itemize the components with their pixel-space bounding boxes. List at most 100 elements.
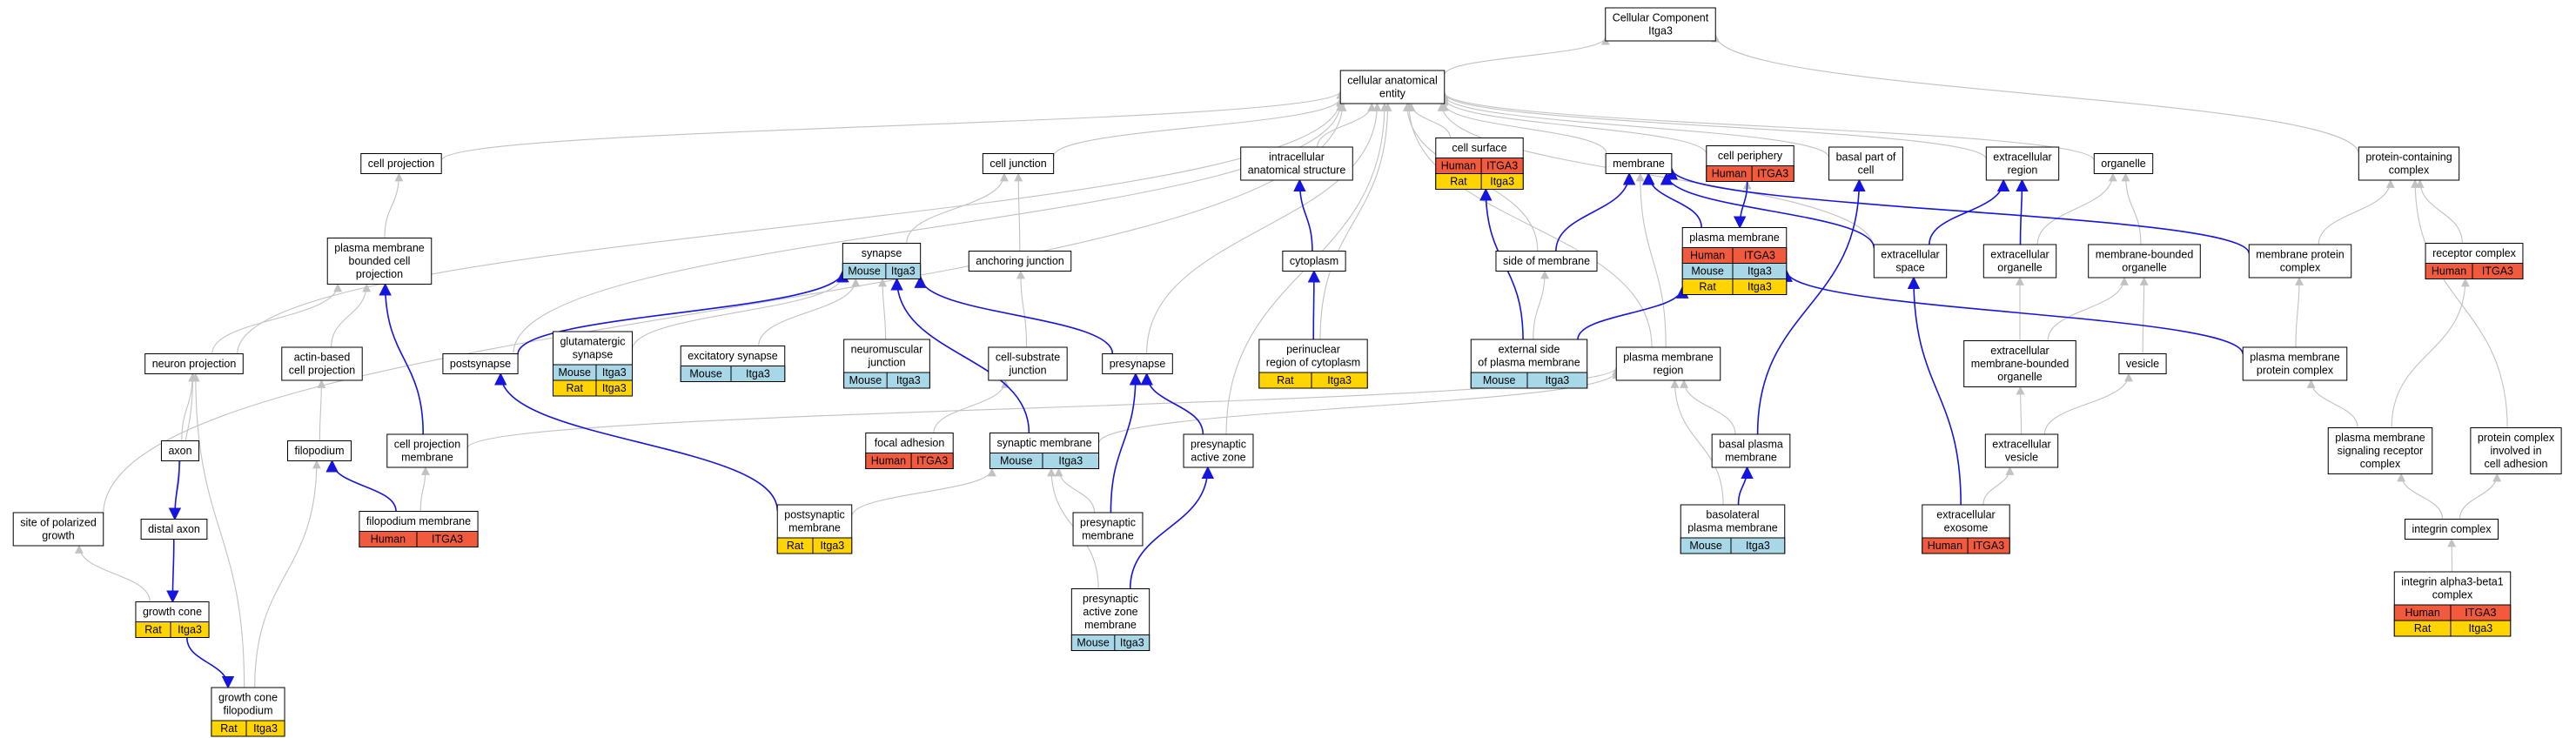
- edge-membrane-to-cae: [1439, 102, 1607, 154]
- species-label: Human: [1441, 160, 1476, 172]
- node-label: region: [1654, 365, 1684, 377]
- node-neuronproj[interactable]: neuron projection: [144, 353, 244, 374]
- node-organelle[interactable]: organelle: [2093, 153, 2154, 174]
- species-row: [842, 263, 922, 279]
- edge-ecorganelle-to-ecregion: [2016, 178, 2029, 245]
- node-sideofmem[interactable]: side of membrane: [1495, 251, 1598, 272]
- edge-postsynapse-to-synapse: [517, 269, 849, 355]
- node-box: [1605, 153, 1673, 174]
- edge-ecexosome-to-ecspace: [1907, 276, 1962, 506]
- node-box: [1984, 433, 2059, 468]
- node-integrin[interactable]: integrin complex: [2404, 519, 2499, 540]
- node-distalaxon[interactable]: distal axon: [140, 519, 208, 540]
- species-label: Mouse: [1689, 540, 1722, 552]
- species-row: [865, 453, 954, 469]
- node-box: [287, 440, 352, 461]
- node-label: cellular anatomical: [1347, 75, 1438, 87]
- gene-label: Itga3: [253, 722, 278, 735]
- node-filopodium[interactable]: filopodium: [287, 440, 352, 461]
- node-box: [1615, 346, 1721, 381]
- node-label: receptor complex: [2432, 247, 2517, 259]
- node-label: synaptic membrane: [996, 437, 1091, 449]
- node-label: signaling receptor: [2338, 445, 2424, 457]
- node-presynapse[interactable]: presynapse: [1102, 353, 1173, 374]
- edge-neuronproj-to-cae: [237, 97, 1345, 354]
- edge-actinproj-to-pmbcp: [331, 283, 372, 348]
- gene-label: Itga3: [178, 624, 202, 636]
- node-box: [2088, 244, 2201, 279]
- node-label: extracellular: [1990, 249, 2049, 261]
- edge-memprotcomplex-to-membrane: [1665, 167, 2251, 254]
- edge-presynaz-to-presynapse: [1140, 372, 1204, 435]
- node-label: filopodium membrane: [366, 515, 471, 527]
- node-membrane[interactable]: membrane: [1605, 153, 1673, 174]
- gene-label: Itga3: [896, 374, 921, 386]
- node-label: plasma membrane: [2335, 432, 2425, 444]
- node-label: neuron projection: [152, 358, 237, 370]
- node-axon[interactable]: axon: [160, 440, 200, 461]
- node-box: [442, 353, 519, 374]
- node-box: [1985, 146, 2060, 181]
- species-row: [2425, 263, 2524, 279]
- node-box: [1072, 512, 1144, 547]
- node-cellproj[interactable]: cell projection: [360, 153, 442, 174]
- node-celljunc[interactable]: cell junction: [982, 153, 1055, 174]
- node-label: projection: [356, 268, 403, 280]
- node-label: organelle: [2122, 262, 2166, 274]
- node-vesicle[interactable]: vesicle: [2118, 353, 2167, 374]
- edge-mbo-to-organelle: [2121, 172, 2142, 245]
- node-label: integrin complex: [2412, 523, 2492, 535]
- species-label: Human: [1928, 540, 1962, 552]
- node-postsynapse[interactable]: postsynapse: [442, 353, 519, 374]
- edge-pm-to-membrane: [1642, 172, 1702, 228]
- node-cytoplasm[interactable]: cytoplasm: [1282, 251, 1346, 272]
- node-anchjunc[interactable]: anchoring junction: [968, 251, 1072, 272]
- node-box: [2248, 244, 2352, 279]
